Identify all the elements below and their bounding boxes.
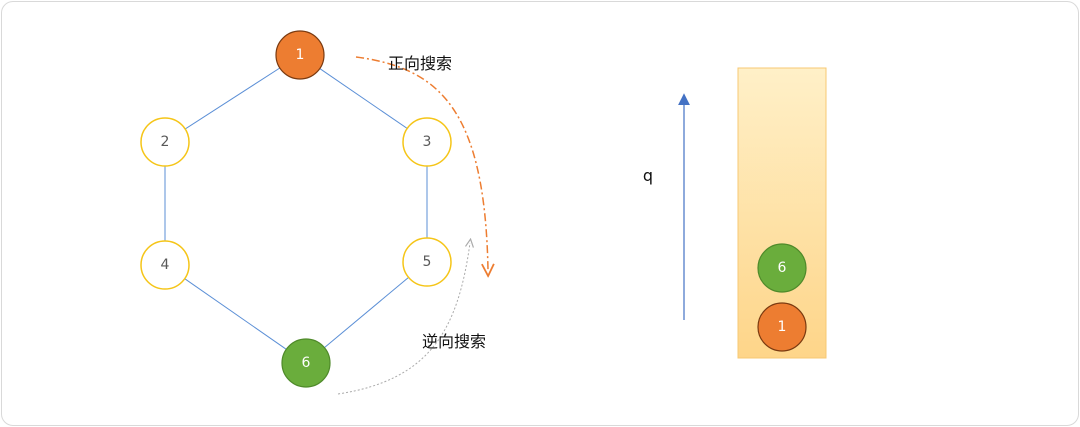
queue-item-label: 6 (778, 260, 787, 276)
node-circle (140, 240, 190, 290)
node-label: 5 (423, 254, 432, 270)
graph-node-5: 5 (402, 237, 452, 287)
edge-1-3 (319, 68, 408, 129)
node-label: 3 (423, 134, 432, 150)
graph-node-1: 1 (275, 30, 325, 80)
graph-node-2: 2 (140, 117, 190, 167)
forward-search-arrow (355, 56, 488, 270)
edge-5-6 (324, 276, 409, 349)
graph-node-4: 4 (140, 240, 190, 290)
queue-items: 61 (757, 243, 807, 352)
node-label: 4 (161, 257, 170, 273)
node-circle (275, 30, 325, 80)
node-circle (140, 117, 190, 167)
forward-search-label: 正向搜索 (388, 54, 452, 73)
node-layer: 1 2 3 4 5 6 (140, 30, 452, 388)
backward-search-arrow (337, 243, 470, 395)
node-label: 1 (296, 47, 305, 63)
queue-item-circle (757, 243, 807, 293)
node-circle (402, 237, 452, 287)
queue-label: q (643, 166, 653, 185)
queue-item-label: 1 (778, 319, 787, 335)
edge-layer (164, 67, 428, 350)
node-label: 2 (161, 134, 170, 150)
node-circle (402, 117, 452, 167)
queue-item-6: 6 (757, 243, 807, 293)
node-label: 6 (302, 355, 311, 371)
queue-item-1: 1 (757, 302, 807, 352)
queue-item-circle (757, 302, 807, 352)
edge-1-2 (184, 67, 281, 130)
backward-search-label: 逆向搜索 (422, 332, 486, 351)
edge-4-6 (184, 278, 287, 350)
graph-node-3: 3 (402, 117, 452, 167)
node-circle (281, 338, 331, 388)
graph-node-6: 6 (281, 338, 331, 388)
